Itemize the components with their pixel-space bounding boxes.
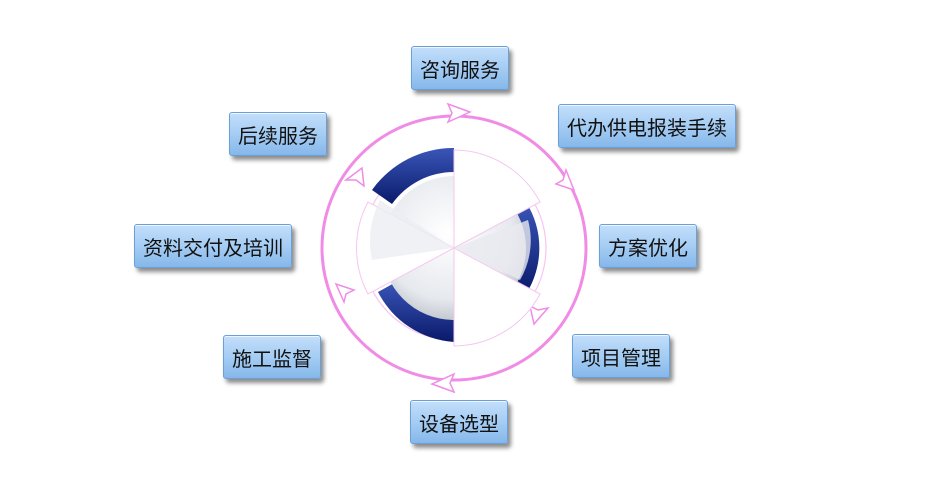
stage-project[interactable]: 项目管理 [572, 334, 670, 378]
stage-equipment-label: 设备选型 [419, 411, 499, 436]
arrow-right-top-icon [554, 167, 576, 192]
stage-delivery-label: 资料交付及培训 [143, 235, 283, 260]
stage-equipment[interactable]: 设备选型 [410, 400, 508, 444]
arrow-left-top-icon [343, 166, 365, 188]
arrow-right-bottom-icon [528, 304, 551, 326]
stage-optimize[interactable]: 方案优化 [599, 224, 697, 268]
stage-consult[interactable]: 咨询服务 [411, 46, 509, 90]
stage-project-label: 项目管理 [581, 345, 661, 370]
wedge-shade-right [454, 220, 531, 280]
hub-arc-top-left [372, 147, 454, 204]
stage-aftercare[interactable]: 后续服务 [229, 112, 327, 156]
wedge-top-right [453, 149, 541, 249]
arrow-top-icon [446, 102, 472, 124]
hub-arc-bottom-left [378, 282, 454, 342]
arrow-left-bottom-icon [334, 282, 356, 305]
stage-optimize-label: 方案优化 [608, 235, 688, 260]
stage-supervise[interactable]: 施工监督 [223, 335, 321, 379]
stage-agency[interactable]: 代办供电报装手续 [558, 104, 736, 148]
stage-delivery[interactable]: 资料交付及培训 [134, 224, 292, 268]
stage-aftercare-label: 后续服务 [238, 123, 318, 148]
stage-consult-label: 咨询服务 [420, 57, 500, 82]
stage-agency-label: 代办供电报装手续 [567, 115, 727, 140]
stage-supervise-label: 施工监督 [232, 346, 312, 371]
wedge-bottom-right [453, 247, 541, 347]
arrow-bottom-icon [430, 372, 456, 394]
wedge-shade-left [370, 200, 454, 260]
